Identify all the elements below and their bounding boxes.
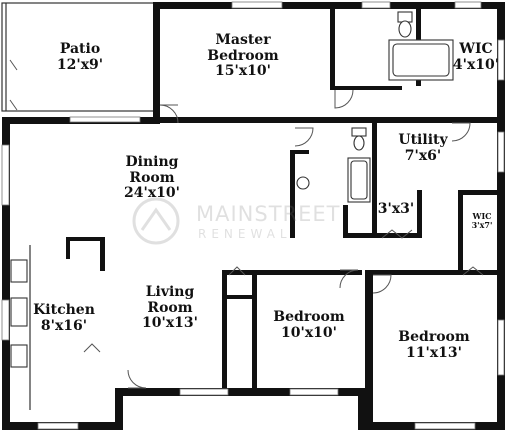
window-dining-left	[1, 144, 10, 206]
door-bath2	[294, 127, 314, 147]
wall-bath2-mid	[343, 205, 348, 238]
wall-kitchen-island-right	[100, 237, 105, 271]
door-utility	[451, 122, 471, 142]
room-closet-small: 3'x3'	[377, 201, 415, 218]
room-size: 8'x16'	[40, 317, 88, 334]
wall-bedroom-b-top	[372, 270, 500, 275]
room-name: Living	[145, 284, 195, 300]
window-wic	[454, 1, 482, 9]
wall-bath-bottom	[330, 86, 402, 90]
room-size: 24'x10'	[124, 185, 180, 202]
door-wic-bifold	[462, 266, 484, 276]
room-name: WIC	[472, 211, 492, 221]
room-size: 10'x10'	[281, 324, 337, 341]
door-closet-a-bifold	[228, 266, 246, 276]
wall-master-left	[153, 2, 160, 124]
toilet-master	[398, 20, 412, 38]
wall-bedroom-step	[358, 388, 366, 430]
room-name: WIC	[459, 41, 493, 57]
kitchen-sink	[10, 297, 28, 327]
wall-wic-top	[458, 190, 500, 195]
room-dining: Dining Room 24'x10'	[124, 154, 180, 202]
room-name: Patio	[59, 41, 101, 57]
window-wic-right	[497, 39, 505, 81]
room-patio: Patio 12'x9'	[56, 41, 104, 73]
room-living: Living Room 10'x13'	[142, 284, 198, 332]
wall-closet-top	[222, 295, 257, 299]
door-patio-slider	[9, 59, 18, 111]
room-size: 3'x3'	[377, 201, 415, 217]
window-bedroom-b-right	[497, 319, 505, 376]
room-name: Room	[147, 299, 193, 316]
door-closet-bifold	[381, 229, 413, 239]
room-size: 3'x7'	[471, 219, 493, 230]
door-pantry-bifold	[83, 343, 101, 353]
room-kitchen: Kitchen 8'x16'	[33, 302, 95, 334]
room-name: Bedroom	[207, 47, 279, 64]
wall-bath2-top	[295, 150, 309, 154]
window-living-bottom	[179, 388, 229, 396]
wall-bottom-mid	[115, 388, 365, 396]
wall-between-bedrooms	[365, 270, 373, 430]
room-wic-master: WIC 4'x10'	[452, 41, 500, 73]
wall-kitchen-island-left	[66, 237, 70, 259]
room-name: Bedroom	[273, 309, 345, 325]
wall-wic-left	[458, 190, 463, 275]
wall-left	[2, 117, 10, 429]
room-size: 4'x10'	[452, 56, 500, 73]
room-wic-hall: WIC 3'x7'	[472, 212, 493, 230]
range	[10, 344, 28, 368]
toilet-bath2	[353, 135, 365, 151]
window-bath	[361, 1, 391, 9]
toilet-tank-bath2	[351, 127, 367, 137]
window-bedroom-a-bottom	[289, 388, 339, 396]
wall-top	[153, 2, 503, 9]
room-name: Kitchen	[33, 302, 95, 318]
window-bedroom-b-bottom	[414, 422, 476, 430]
room-size: 11'x13'	[406, 344, 462, 361]
room-name: Bedroom	[398, 329, 470, 345]
window-dining-top	[69, 116, 141, 123]
wall-right	[497, 2, 505, 430]
window-master	[231, 1, 283, 9]
room-bedroom-a: Bedroom 10'x10'	[273, 309, 345, 341]
wall-dining-top	[153, 117, 503, 123]
room-name: Utility	[398, 132, 448, 148]
room-name: Room	[129, 169, 175, 186]
door-bedroom-b	[372, 274, 392, 294]
window-kitchen-bottom	[37, 422, 79, 430]
wall-closet-left	[222, 270, 227, 392]
room-size: 12'x9'	[56, 56, 104, 73]
wall-kitchen-island-top	[66, 237, 104, 241]
wall-master-bath	[330, 2, 335, 86]
room-master-bedroom: Master Bedroom 15'x10'	[207, 32, 279, 80]
wall-bedroom-a-top	[222, 270, 362, 275]
window-kitchen-left	[1, 299, 10, 341]
sink-bath2	[296, 176, 310, 190]
door-patio	[159, 104, 179, 124]
room-size: 15'x10'	[215, 63, 271, 80]
room-bedroom-b: Bedroom 11'x13'	[398, 329, 470, 361]
fridge	[10, 259, 28, 283]
window-utility-right	[497, 131, 505, 173]
room-size: 7'x6'	[404, 147, 442, 164]
wall-kitchen-step	[115, 388, 123, 430]
room-utility: Utility 7'x6'	[398, 132, 448, 164]
wall-bath2-bottom	[343, 233, 372, 238]
wall-bedroom-a-left	[252, 270, 257, 392]
room-name: Dining	[125, 154, 179, 170]
door-master-bath	[334, 89, 354, 109]
room-name: Master	[215, 32, 271, 48]
wall-closet-bottom	[372, 233, 417, 238]
wall-bath2-left	[290, 150, 295, 238]
door-bedroom-a	[339, 269, 359, 289]
wall-utility-left	[372, 123, 377, 233]
door-front	[127, 369, 147, 389]
room-size: 10'x13'	[142, 315, 198, 332]
tub-master-inner	[392, 43, 450, 77]
wall-closet-right	[417, 190, 422, 238]
tub-bath2-inner	[350, 160, 368, 200]
